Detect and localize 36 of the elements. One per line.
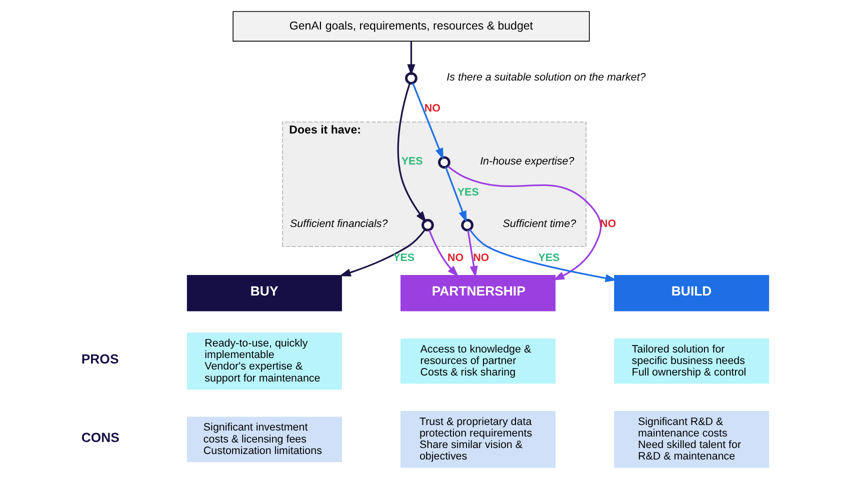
edge-label: NO	[448, 252, 464, 264]
edge-label: YES	[393, 252, 415, 264]
edge-label: NO	[424, 102, 440, 115]
node-circle	[461, 218, 474, 232]
node-circle	[405, 72, 418, 84]
node-box: Trust & proprietary data protection requirements Share similar vision & objectives	[400, 411, 556, 468]
arrow	[447, 166, 602, 280]
node-box: Significant investment costs & licensing fees Customization limitations	[186, 416, 342, 462]
label: PROS	[81, 351, 119, 366]
arrow	[412, 82, 444, 160]
node-label: Sufficient financials?	[290, 218, 388, 230]
node-circle	[422, 218, 434, 232]
edge-label: YES	[538, 252, 560, 264]
label: CONS	[81, 430, 120, 445]
arrow	[397, 83, 426, 223]
node-box: Access to knowledge & resources of partner Costs & risk sharing	[400, 338, 556, 384]
edge-label: NO	[473, 252, 490, 264]
node-circle	[438, 156, 450, 169]
node-box: GenAI goals, requirements, resources & budget	[232, 11, 590, 42]
arrow	[444, 166, 467, 222]
node-label: Sufficient time?	[502, 218, 576, 230]
node-label: In-house expertise?	[480, 155, 574, 168]
node-box: Tailored solution for specific business needs Full ownership & control	[614, 338, 770, 384]
node-label: Is there a suitable solution on the market?	[446, 71, 646, 84]
node-box: PARTNERSHIP	[400, 274, 556, 312]
arrow	[468, 228, 617, 282]
edge-label: YES	[457, 186, 479, 199]
edge-label: YES	[401, 155, 423, 168]
node-box: Ready-to-use, quickly implementable Vendor's expertise & support for maintenance	[186, 332, 342, 390]
node-box: BUILD	[614, 274, 770, 312]
arrow	[428, 230, 459, 277]
node-box: Significant R&D & maintenance costs Need skilled talent for R&D & maintenance	[614, 411, 770, 468]
arrow	[467, 230, 478, 278]
arrow	[407, 41, 416, 76]
node-box: BUY	[186, 274, 342, 312]
arrow	[339, 229, 426, 276]
